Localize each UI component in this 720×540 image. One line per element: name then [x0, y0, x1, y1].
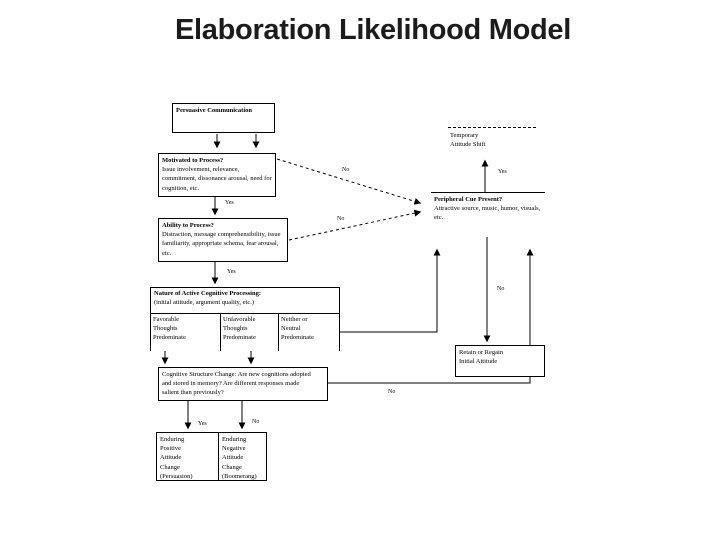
box-motivated-to-process: Motivated to Process? Issue involvement,…: [158, 153, 276, 197]
nature-header: Nature of Active Cognitive Processing: (…: [150, 287, 340, 313]
box-title: Peripheral Cue Present?: [434, 196, 503, 203]
label-motivated-no: No: [341, 167, 351, 173]
outcome-neutral: Neither or Neutral Predominate: [278, 313, 340, 351]
label-cue-no: No: [496, 286, 506, 292]
box-body: Retain or Regain Initial Attitude: [459, 349, 504, 366]
box-title: Ability to Process?: [162, 222, 214, 229]
box-title: Nature of Active Cognitive Processing:: [154, 290, 261, 297]
outcome-favorable: Favorable Thoughts Predominate: [150, 313, 220, 351]
box-body: Enduring Positive Attitude Change (Persu…: [160, 436, 193, 480]
box-body: Enduring Negative Attitude Change (Boome…: [222, 436, 257, 480]
box-body: Distraction, message comprehensibility, …: [162, 231, 281, 257]
box-title: Persuasive Communication: [176, 107, 253, 114]
nature-outcome-columns: Favorable Thoughts Predominate Unfavorab…: [150, 313, 340, 351]
box-body: Attractive source, music, humor, visuals…: [434, 205, 541, 222]
box-title: Motivated to Process?: [162, 157, 224, 164]
box-nature-of-processing: Nature of Active Cognitive Processing: (…: [150, 287, 340, 351]
outcome-unfavorable: Unfavorable Thoughts Predominate: [220, 313, 278, 351]
label-structure-right-no: No: [387, 389, 397, 395]
label-ability-no: No: [336, 216, 346, 222]
box-body: (initial attitude, argument quality, etc…: [154, 299, 254, 307]
box-peripheral-cue-present: Peripheral Cue Present? Attractive sourc…: [431, 192, 545, 235]
label-cue-yes: Yes: [497, 169, 508, 175]
label-structure-no: No: [251, 419, 261, 425]
slide-title: Elaboration Likelihood Model: [174, 14, 571, 46]
box-body: Cognitive Structure Change: Are new cogn…: [162, 371, 311, 397]
box-body: Issue involvement, relevance, commitment…: [162, 166, 272, 192]
box-cognitive-structure-change: Cognitive Structure Change: Are new cogn…: [158, 367, 328, 401]
label-motivated-yes: Yes: [224, 200, 235, 206]
label-ability-yes: Yes: [226, 269, 237, 275]
box-retain-initial-attitude: Retain or Regain Initial Attitude: [455, 345, 545, 377]
box-temporary-attitude-shift: Temporary Attitude Shift: [448, 127, 536, 153]
label-structure-yes: Yes: [197, 421, 208, 427]
box-enduring-positive-change: Enduring Positive Attitude Change (Persu…: [156, 432, 219, 481]
box-body: Temporary Attitude Shift: [450, 132, 486, 149]
box-persuasive-communication: Persuasive Communication: [172, 103, 275, 133]
box-ability-to-process: Ability to Process? Distraction, message…: [158, 218, 288, 262]
box-enduring-negative-change: Enduring Negative Attitude Change (Boome…: [218, 432, 267, 481]
